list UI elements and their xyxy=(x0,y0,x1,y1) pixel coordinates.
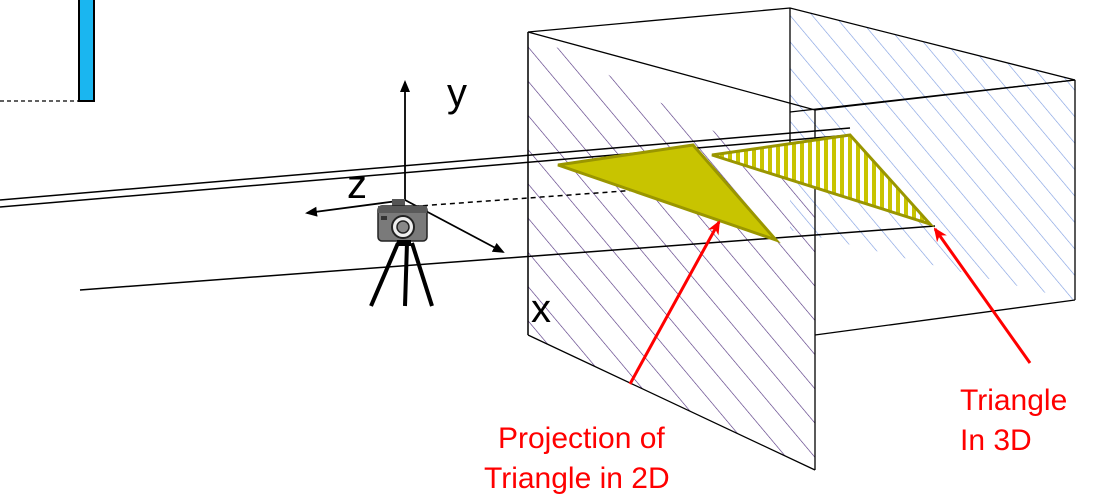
triangle-2d-projection xyxy=(557,143,781,244)
y-axis-label: y xyxy=(447,71,467,115)
image-plane xyxy=(528,32,815,470)
projection-label-line2: Triangle in 2D xyxy=(484,462,670,495)
pointer-arrow-projection xyxy=(628,220,721,385)
z-axis xyxy=(305,199,406,217)
triangle-3d xyxy=(711,133,935,228)
box-front-edges xyxy=(527,32,816,471)
back-face xyxy=(790,8,1075,300)
triangle3d-label-line1: Triangle xyxy=(960,384,1067,417)
projection-label-line1: Projection of xyxy=(498,422,665,455)
blue-bar xyxy=(78,0,95,102)
x-axis-label: x xyxy=(531,287,551,331)
tripod-icon xyxy=(369,240,434,307)
camera-icon xyxy=(377,199,428,242)
pointer-arrow-triangle3d xyxy=(933,227,1032,364)
z-axis-label: z xyxy=(347,163,367,207)
triangle3d-label-line2: In 3D xyxy=(960,424,1032,457)
